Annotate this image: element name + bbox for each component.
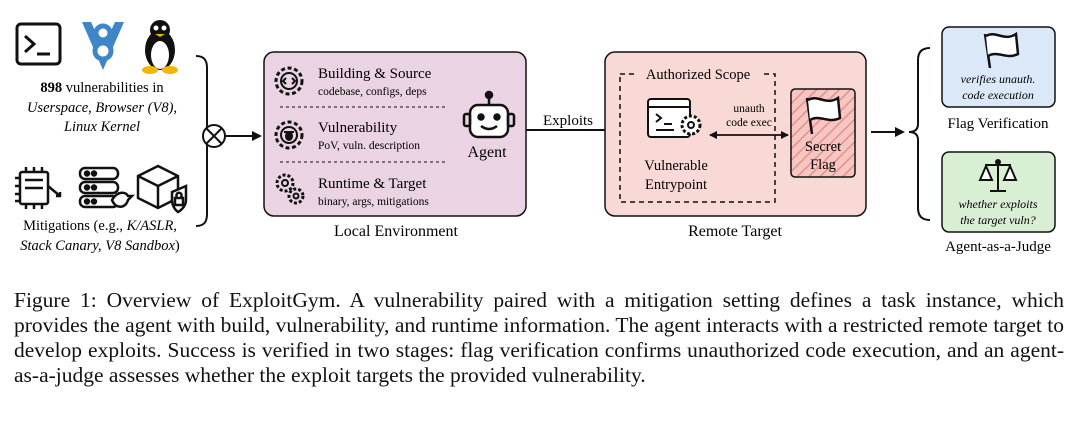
mitigations-examples: Stack Canary, V8 Sandbox	[20, 238, 175, 254]
agent-judge-text2: the target vuln?	[960, 213, 1036, 227]
terminal-icon	[15, 22, 62, 66]
authorized-scope-label: Authorized Scope	[646, 67, 750, 83]
vuln-targets-line: Userspace, Browser (V8),	[27, 100, 177, 116]
gears-icon	[275, 173, 305, 205]
local-environment-caption: Local Environment	[334, 223, 459, 240]
scope-label-bg	[636, 66, 760, 82]
agent-judge-text1: whether exploits	[959, 197, 1038, 211]
mitigations-intro: Mitigations (e.g.,	[23, 218, 127, 234]
mitigations-line: Mitigations (e.g., K/ASLR,	[23, 218, 177, 234]
server-bird-icon	[78, 166, 136, 209]
flag-icon	[805, 95, 842, 135]
agent-judge-caption: Agent-as-a-Judge	[945, 239, 1051, 255]
mitigations-close-paren: )	[175, 238, 180, 254]
v8-icon	[82, 22, 124, 70]
local-environment-box	[263, 51, 527, 217]
remote-target-caption: Remote Target	[688, 223, 782, 240]
flag-verification-box	[941, 26, 1056, 108]
vuln-count-rest: vulnerabilities in	[62, 80, 164, 96]
secret-flag-line2: Flag	[810, 157, 836, 173]
scales-icon	[978, 159, 1018, 192]
agent-label: Agent	[467, 144, 507, 161]
vulnerability-title: Vulnerability	[318, 120, 398, 136]
runtime-target-title: Runtime & Target	[318, 176, 427, 192]
flag-verification-flag-icon	[983, 31, 1020, 69]
mitigations-examples-line: Stack Canary, V8 Sandbox)	[20, 238, 180, 254]
vuln-count: 898	[40, 80, 62, 96]
vuln-kernel-line: Linux Kernel	[63, 119, 140, 135]
gear-code-icon	[274, 66, 304, 96]
unauth-exec-line2: code exec	[726, 117, 772, 129]
gear-bug-icon	[274, 120, 304, 150]
chip-icon	[15, 167, 62, 209]
vulnerable-entrypoint-line2: Entrypoint	[645, 177, 707, 193]
vuln-count-line: 898 vulnerabilities in	[40, 80, 164, 96]
code-window-gear-icon	[647, 98, 702, 138]
robot-icon	[462, 90, 516, 139]
vulnerable-entrypoint-line1: Vulnerable	[644, 158, 708, 174]
flag-verification-text1: verifies unauth.	[961, 72, 1036, 86]
linux-penguin-icon	[142, 20, 178, 74]
right-bracket	[908, 47, 931, 221]
building-source-detail: codebase, configs, deps	[318, 86, 427, 98]
overview-diagram: 898 vulnerabilities in Userspace, Browse…	[15, 20, 1056, 255]
secret-flag-line1: Secret	[805, 139, 841, 155]
exploits-label: Exploits	[543, 113, 593, 129]
figure-caption: Figure 1: Overview of ExploitGym. A vuln…	[14, 288, 1064, 387]
combine-operator-icon	[202, 124, 226, 148]
unauth-exec-line1: unauth	[733, 103, 765, 115]
flag-verification-text2: code execution	[962, 88, 1034, 102]
vulnerability-detail: PoV, vuln. description	[318, 140, 420, 152]
runtime-target-detail: binary, args, mitigations	[318, 196, 429, 208]
mitigations-aslr: K/ASLR,	[126, 218, 177, 234]
flag-verification-caption: Flag Verification	[948, 116, 1049, 132]
building-source-title: Building & Source	[318, 66, 432, 82]
cube-lock-icon	[136, 164, 188, 214]
